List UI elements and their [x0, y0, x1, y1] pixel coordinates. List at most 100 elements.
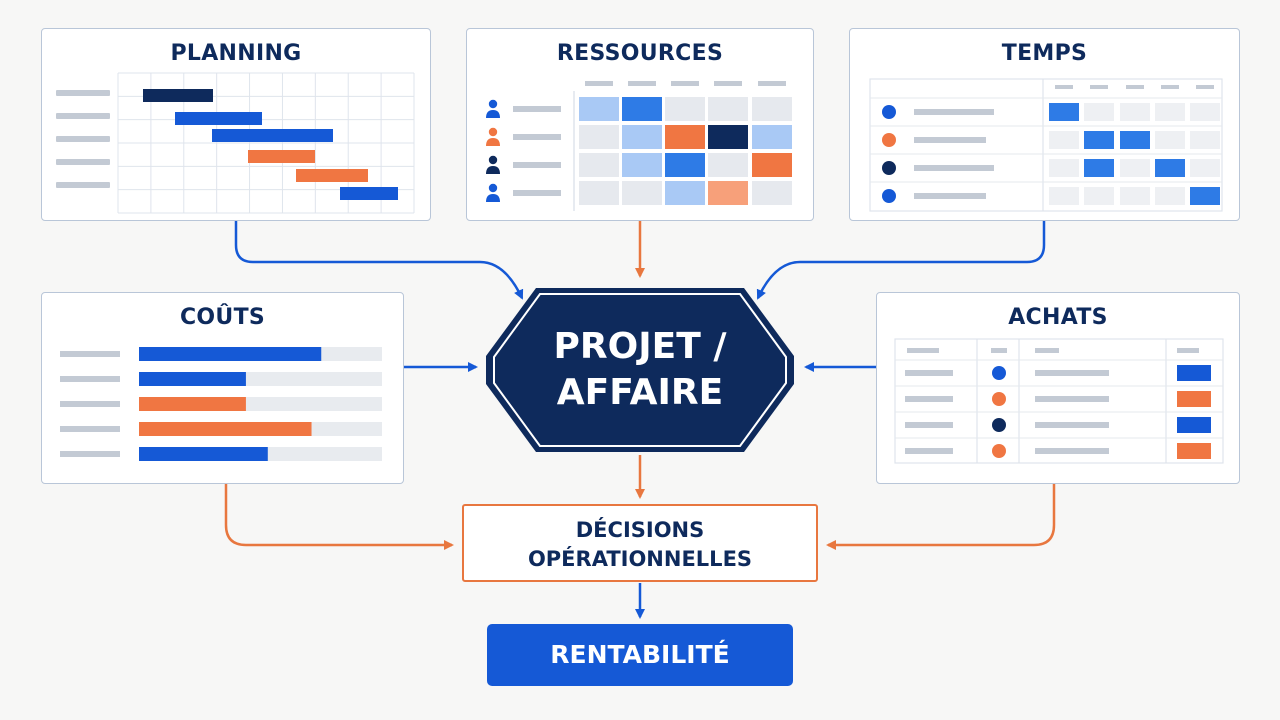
person-icon-body [486, 110, 500, 118]
purchase-status-chip [1177, 365, 1211, 381]
heatmap-col-header [585, 81, 613, 86]
heatmap-cell [708, 181, 748, 205]
timesheet-col-header [1055, 85, 1073, 89]
achats-panel: ACHATS [876, 292, 1240, 484]
purchase-row-desc [1035, 448, 1109, 454]
temps-title: TEMPS [1001, 41, 1088, 66]
heatmap-cell [665, 97, 705, 121]
heatmap-cell [579, 181, 619, 205]
gantt-bar [143, 89, 213, 102]
timesheet-cell [1190, 103, 1220, 121]
couts-title: COÛTS [179, 305, 266, 330]
heatmap-col-header [628, 81, 656, 86]
timesheet-cell [1084, 131, 1114, 149]
timesheet-cell [1155, 131, 1185, 149]
timesheet-row-label [914, 109, 994, 115]
purchase-row-desc [1035, 396, 1109, 402]
hub-label: PROJET / AFFAIRE [484, 324, 796, 416]
purchase-dot [992, 444, 1006, 458]
ressources-panel: RESSOURCES [466, 28, 814, 221]
heatmap-row-label [513, 190, 561, 196]
gantt-row-label [56, 113, 110, 119]
decisions-line2: OPÉRATIONNELLES [527, 547, 753, 571]
heatmap-cell [752, 181, 792, 205]
cost-bar [139, 447, 268, 461]
arrow-planning-to-hub [234, 221, 524, 300]
timesheet-row-label [914, 137, 986, 143]
arrow-couts-to-decisions [224, 484, 454, 550]
projet-affaire-hub: PROJET / AFFAIRE [484, 286, 796, 454]
purchase-status-chip [1177, 391, 1211, 407]
purchase-row-label [905, 422, 953, 428]
person-icon-head [488, 127, 498, 137]
arrow-temps-to-hub [756, 221, 1046, 300]
timesheet-dot [882, 161, 896, 175]
heatmap-cell [708, 153, 748, 177]
resource-heatmap-icon [486, 81, 792, 211]
timesheet-cell [1084, 187, 1114, 205]
couts-panel: COÛTS [41, 292, 404, 484]
gantt-bar [296, 169, 368, 182]
heatmap-cell [622, 97, 662, 121]
heatmap-cell [708, 125, 748, 149]
heatmap-cell [665, 125, 705, 149]
purchase-dot [992, 366, 1006, 380]
decisions-line1: DÉCISIONS [575, 518, 705, 542]
achats-title: ACHATS [1008, 305, 1108, 330]
cost-row-label [60, 401, 120, 407]
purchase-dot [992, 418, 1006, 432]
timesheet-dot [882, 189, 896, 203]
timesheet-cell [1049, 159, 1079, 177]
heatmap-cell [622, 181, 662, 205]
purchase-dot [992, 392, 1006, 406]
gantt-bar [175, 112, 262, 125]
cost-row-label [60, 351, 120, 357]
cost-bars-icon [60, 347, 382, 461]
timesheet-cell [1049, 187, 1079, 205]
heatmap-col-header [714, 81, 742, 86]
purchase-header-cell [991, 348, 1007, 353]
heatmap-row-label [513, 134, 561, 140]
heatmap-cell [752, 97, 792, 121]
heatmap-cell [708, 97, 748, 121]
cost-row-label [60, 451, 120, 457]
timesheet-cell [1190, 187, 1220, 205]
hub-label-line2: AFFAIRE [556, 372, 724, 413]
purchase-row-desc [1035, 370, 1109, 376]
arrow-achats-to-decisions [826, 484, 1056, 550]
timesheet-cell [1155, 159, 1185, 177]
heatmap-col-header [758, 81, 786, 86]
timesheet-icon [869, 78, 1223, 212]
gantt-chart-icon [56, 72, 415, 214]
rentabilite-label: RENTABILITÉ [550, 640, 730, 669]
timesheet-frame [869, 78, 1223, 212]
cost-bar [139, 372, 246, 386]
cost-bar [139, 347, 322, 361]
heatmap-cell [665, 153, 705, 177]
ressources-title: RESSOURCES [556, 41, 724, 66]
heatmap-cell [665, 181, 705, 205]
timesheet-dot [882, 105, 896, 119]
purchase-header-cell [1177, 348, 1199, 353]
hub-label-line1: PROJET / [553, 326, 727, 367]
timesheet-cell [1120, 187, 1150, 205]
purchase-status-chip [1177, 417, 1211, 433]
heatmap-cell [579, 153, 619, 177]
purchase-status-chip [1177, 443, 1211, 459]
timesheet-col-header [1090, 85, 1108, 89]
heatmap-cell [579, 97, 619, 121]
hub-octagon-shape [486, 288, 794, 452]
gantt-row-label [56, 159, 110, 165]
cost-row-label [60, 426, 120, 432]
planning-panel: PLANNING [41, 28, 431, 221]
rentabilite-box: RENTABILITÉ [487, 624, 793, 686]
heatmap-row-label [513, 162, 561, 168]
timesheet-col-header [1161, 85, 1179, 89]
timesheet-cell [1084, 159, 1114, 177]
heatmap-col-header [671, 81, 699, 86]
timesheet-cell [1120, 103, 1150, 121]
timesheet-cell [1084, 103, 1114, 121]
person-icon-head [488, 99, 498, 109]
gantt-bar [340, 187, 398, 200]
purchase-frame [894, 338, 1224, 464]
